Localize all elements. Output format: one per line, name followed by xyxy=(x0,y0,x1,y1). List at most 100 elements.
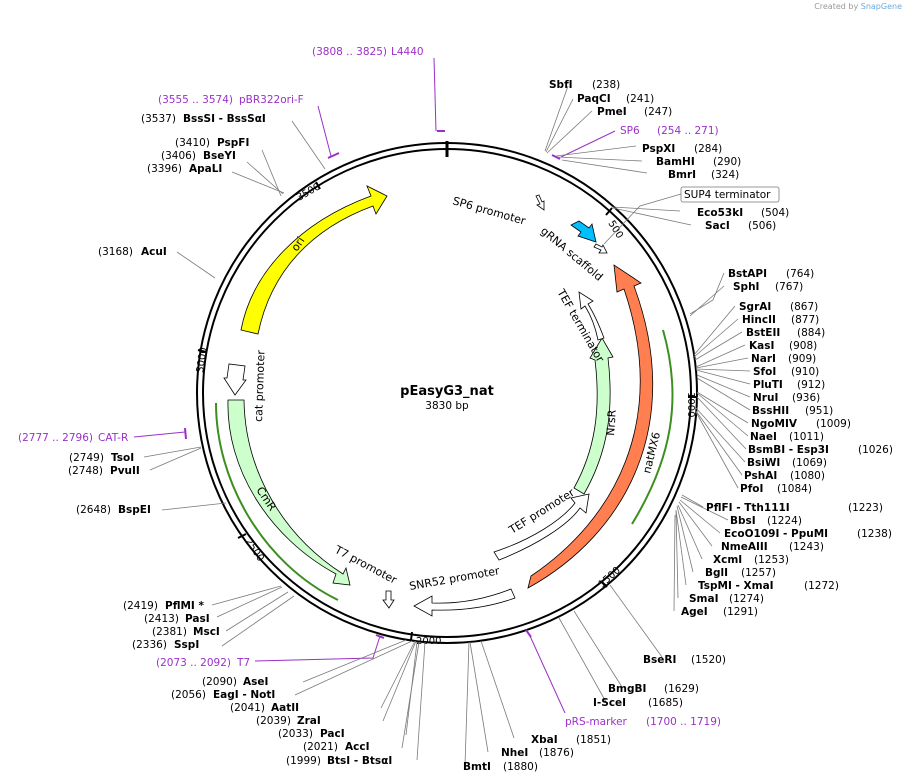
site-nrui-text: NruI xyxy=(753,392,778,404)
site-bsmbi-esp3i-text: (1026) xyxy=(858,444,893,456)
site-bmgbi-text: BmgBI xyxy=(608,683,646,695)
feature-nrsr[interactable]: NrsR xyxy=(573,337,619,495)
primer-sp6-text: SP6 xyxy=(620,125,640,137)
site-xbai-text: (1851) xyxy=(576,734,611,746)
tick-2500: 2500 xyxy=(237,533,266,564)
site-saci-text: SacI xyxy=(705,220,730,232)
feature-sup4-terminator[interactable]: SUP4 terminator xyxy=(593,186,780,254)
site-bspei: BspEI(2648) xyxy=(76,504,151,516)
site-msci: MscI(2381) xyxy=(152,626,220,638)
site-eco53ki: Eco53kI(504) xyxy=(697,207,789,219)
tick-label-3000: 3000 xyxy=(195,347,209,374)
site-asei: AseI(2090) xyxy=(202,676,268,688)
site-nmeaiii-text: NmeAIII xyxy=(721,541,768,553)
site-pflfi-tth111i-text: PflFI - Tth111I xyxy=(706,502,790,514)
site-xcmi-text: (1253) xyxy=(754,554,789,566)
brand-product: SnapGene xyxy=(860,2,902,11)
feature-tef-terminator[interactable]: TEF terminator xyxy=(554,286,607,365)
feature-snr52-promoter[interactable]: SNR52 promoter xyxy=(408,564,516,617)
site-acui: AcuI (3168) xyxy=(98,246,167,258)
site-sbfi-text: (238) xyxy=(592,79,620,91)
primer-sp6: SP6(254 .. 271) xyxy=(620,125,719,137)
site-pflmi: PflMI *(2419) xyxy=(123,600,204,612)
site-pasi-text: (2413) xyxy=(144,613,179,625)
feature-cmr[interactable]: CmR xyxy=(215,399,351,601)
site-i-scei-text: I-SceI xyxy=(593,697,626,709)
site-pspxi-text: PspXI xyxy=(642,143,675,155)
tick-label-1500: 1500 xyxy=(597,565,623,590)
site-apali-text: (3396) xyxy=(147,163,182,175)
site-msci-text: (2381) xyxy=(152,626,187,638)
tick-label-2000: 2000 xyxy=(416,636,441,647)
site-asei-text: (2090) xyxy=(202,676,237,688)
site-bseyi-text: (3406) xyxy=(161,150,196,162)
site-pmei-text: (247) xyxy=(644,106,672,118)
site-acui-text: (3168) xyxy=(98,246,133,258)
site-leaders xyxy=(143,85,751,766)
primer-l4440: (3808 .. 3825) L4440 xyxy=(312,46,424,58)
site-pshai-text: (1080) xyxy=(790,470,825,482)
site-saci: SacI (506) xyxy=(705,220,776,232)
site-bsteii-text: (884) xyxy=(797,327,825,339)
site-bgli-text: (1257) xyxy=(741,567,776,579)
feature-ori[interactable]: ori xyxy=(240,185,388,335)
site-xbai-text: XbaI xyxy=(531,734,558,746)
site-bseyi-text: BseYI xyxy=(203,150,236,162)
site-bbsi-text: (1224) xyxy=(767,515,802,527)
feature-grna-scaffold[interactable]: gRNA scaffold xyxy=(538,220,605,284)
feature-sp6-promoter[interactable]: SP6 promoter xyxy=(451,194,545,228)
primer-cat-r-text: (2777 .. 2796) xyxy=(18,432,93,444)
site-naei: NaeI(1011) xyxy=(750,431,824,443)
primer-l4440-text: L4440 xyxy=(391,46,424,58)
site-btsi-btsai-text: (1999) xyxy=(286,755,321,767)
site-pspfi: PspFI(3410) xyxy=(175,137,249,149)
site-bseri: BseRI(1520) xyxy=(643,654,726,666)
site-pspxi-text: (284) xyxy=(694,143,722,155)
site-xbai: XbaI (1851) xyxy=(531,734,611,746)
site-i-scei: I-SceI(1685) xyxy=(593,697,683,709)
primer-prs-marker: pRS-marker(1700 .. 1719) xyxy=(565,716,721,728)
tick-500: 500 xyxy=(605,207,625,241)
site-zrai-text: ZraI xyxy=(297,715,321,727)
site-bsssi-bsssai-text: BssSI - BssSαI xyxy=(183,113,266,125)
site-bgli: BglI(1257) xyxy=(705,567,776,579)
site-eagi-noti-text: (2056) xyxy=(171,689,206,701)
site-nhei-text: (1876) xyxy=(539,747,574,759)
site-pasi: PasI(2413) xyxy=(144,613,210,625)
site-paqci-text: PaqCI xyxy=(577,93,611,105)
site-bamhi-text: (290) xyxy=(713,156,741,168)
site-acui-text: AcuI xyxy=(141,246,167,258)
tick-1500: 1500 xyxy=(597,565,623,590)
site-pshai: PshAI(1080) xyxy=(744,470,825,482)
site-sphi-text: (767) xyxy=(775,281,803,293)
site-sbfi-text: SbfI xyxy=(549,79,573,91)
feature-label-grna-scaffold: gRNA scaffold xyxy=(538,224,605,283)
site-kasi: KasI(908) xyxy=(749,340,817,352)
site-zrai-text: (2039) xyxy=(256,715,291,727)
site-nari-text: (909) xyxy=(788,353,816,365)
site-bmgbi-text: (1629) xyxy=(664,683,699,695)
site-sspi-text: (2336) xyxy=(132,639,167,651)
site-saci-text: (506) xyxy=(748,220,776,232)
site-bamhi-text: BamHI xyxy=(656,156,695,168)
site-pflmi-text: PflMI * xyxy=(165,600,204,612)
site-kasi-text: KasI xyxy=(749,340,774,352)
site-pmei: PmeI(247) xyxy=(597,106,672,118)
site-sspi: SspI(2336) xyxy=(132,639,199,651)
site-nari: NarI(909) xyxy=(751,353,816,365)
site-smai: SmaI(1274) xyxy=(689,593,764,605)
feature-cat-promoter[interactable]: cat promoter xyxy=(223,350,268,423)
site-hincii-text: (877) xyxy=(791,314,819,326)
site-aatii-text: AatII xyxy=(271,702,299,714)
site-sfoi-text: SfoI xyxy=(753,366,776,378)
site-smai-text: SmaI xyxy=(689,593,719,605)
site-nmeaiii: NmeAIII(1243) xyxy=(721,541,824,553)
site-sfoi: SfoI(910) xyxy=(753,366,819,378)
site-tspmi-xmai-text: (1272) xyxy=(804,580,839,592)
snapgene-brand[interactable]: Created by SnapGene xyxy=(814,2,902,11)
site-pvuii: PvuII(2748) xyxy=(68,465,140,477)
site-sgrai-text: (867) xyxy=(790,301,818,313)
site-paci: PacI(2033) xyxy=(278,728,345,740)
primer-l4440-text: (3808 .. 3825) xyxy=(312,46,387,58)
site-eagi-noti-text: EagI - NotI xyxy=(213,689,275,701)
